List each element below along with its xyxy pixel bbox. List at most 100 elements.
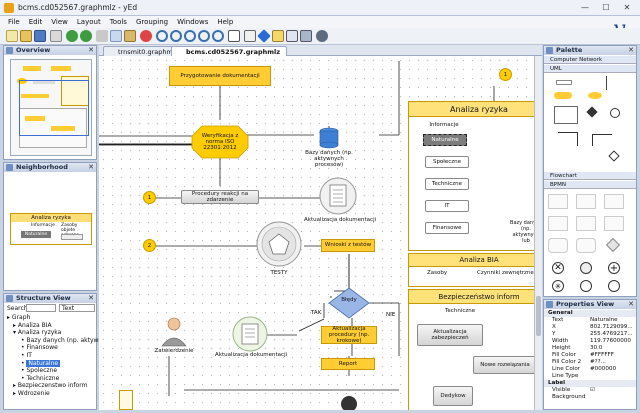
menu-file[interactable]: File	[8, 18, 20, 26]
zoom-selection-icon[interactable]	[212, 30, 224, 42]
table-icon[interactable]	[286, 30, 298, 42]
tree-item[interactable]: • IT	[21, 351, 32, 359]
tab-bcms[interactable]: bcms.cd052567.graphmlz	[171, 46, 288, 56]
overview-viewport[interactable]	[10, 59, 92, 156]
palette-section-uml[interactable]: UML	[544, 65, 636, 73]
diagram-canvas[interactable]: Przygotowanie dokumentacji Weryfikacja z…	[99, 56, 542, 410]
tree-item-selected[interactable]: • Naturalne	[21, 359, 61, 367]
menu-edit[interactable]: Edit	[28, 18, 43, 26]
tree-item[interactable]: ▸ Graph	[7, 314, 31, 321]
canvas-vertical-scrollbar[interactable]	[534, 56, 542, 410]
minimize-button[interactable]: —	[581, 3, 589, 12]
node-spoleczne[interactable]: Społeczne	[425, 156, 469, 168]
node-finansowe[interactable]: Finansowe	[425, 222, 469, 234]
node-przygotowanie[interactable]: Przygotowanie dokumentacji	[169, 66, 271, 86]
tree-item[interactable]: ▸ Bezpieczenstwo inform	[13, 382, 88, 390]
group-analiza-bia[interactable]: Analiza BIA Zasoby Czynniki zewnętrzne	[408, 253, 542, 287]
label-aktualizacja1: Aktualizacja dokumentacji	[304, 217, 377, 223]
menu-windows[interactable]: Windows	[177, 18, 209, 26]
prop-row[interactable]: Line Type	[552, 373, 579, 379]
panel-close-icon[interactable]: ✕	[88, 294, 94, 302]
neighborhood-icon	[6, 164, 13, 171]
prop-row[interactable]: Background	[552, 394, 586, 400]
undo-icon[interactable]	[66, 30, 78, 42]
palette-section-selector[interactable]: Computer Network	[544, 56, 636, 64]
node-techniczne[interactable]: Techniczne	[425, 178, 469, 190]
app-icon	[4, 3, 14, 13]
circle-top[interactable]: 1	[499, 68, 512, 81]
tree-item[interactable]: ▸ Analiza BIA	[13, 321, 52, 329]
group-analiza-ryzyka[interactable]: Analiza ryzyka Informacje Naturalne Społ…	[408, 101, 542, 251]
node-aktualizacja-procedury[interactable]: Aktualizacja procedury (np. krokowe)	[321, 326, 377, 344]
node-report[interactable]: Report	[321, 358, 375, 370]
save-icon[interactable]	[34, 30, 46, 42]
node-nowe-rozwiazania[interactable]: Nowe rozwiązania	[473, 356, 537, 374]
tree-item[interactable]: ▾ Analiza ryzyka	[13, 329, 62, 337]
tab-trnsmit0[interactable]: trnsmit0.graphml	[103, 46, 182, 56]
menu-grouping[interactable]: Grouping	[135, 18, 169, 26]
zoom-fit-icon[interactable]	[184, 30, 196, 42]
orthogonal-edges-icon[interactable]	[272, 30, 284, 42]
node-it[interactable]: IT	[425, 200, 469, 212]
menu-tools[interactable]: Tools	[109, 18, 127, 26]
group-icon[interactable]	[300, 30, 312, 42]
prop-row[interactable]: Fill Color#FFFFFF	[552, 352, 614, 358]
tree-item[interactable]: ▸ Wdrozenie	[13, 389, 50, 397]
panel-close-icon[interactable]: ✕	[628, 300, 634, 308]
layout-icon[interactable]	[316, 30, 328, 42]
panel-close-icon[interactable]: ✕	[628, 46, 634, 54]
tree-item[interactable]: • Spoleczne	[21, 367, 58, 375]
open-icon[interactable]	[20, 30, 32, 42]
structure-header: Structure View✕	[4, 294, 96, 303]
prop-row[interactable]: Fill Color 2#??...	[552, 359, 606, 365]
circle-1[interactable]: 1	[143, 191, 156, 204]
node-dedykowane[interactable]: Dedykow	[433, 386, 473, 406]
bottom-node[interactable]	[119, 390, 133, 410]
structure-search-input[interactable]	[26, 304, 56, 312]
zoom-in-icon[interactable]	[156, 30, 168, 42]
snap-icon[interactable]	[257, 29, 271, 43]
close-button[interactable]: ✕	[623, 3, 631, 12]
bledy-diamond	[328, 287, 370, 319]
node-procedury[interactable]: Procedury reakcji na zdarzenie	[181, 190, 259, 204]
palette-section-bpmn[interactable]: BPMN	[544, 181, 636, 189]
menu-layout[interactable]: Layout	[76, 18, 101, 26]
zoom-area-icon[interactable]	[198, 30, 210, 42]
menu-view[interactable]: View	[51, 18, 68, 26]
palette-section-flowchart[interactable]: Flowchart	[544, 172, 636, 180]
node-weryfikacja[interactable]: Weryfikacja z norma ISO 22301:2012	[201, 132, 239, 152]
copy-icon[interactable]	[110, 30, 122, 42]
cut-icon[interactable]	[96, 30, 108, 42]
tree-item[interactable]: • Bazy danych (np. aktywn)	[21, 336, 105, 344]
group-bezpieczenstwo[interactable]: Bezpieczeństwo inform Techniczne Aktuali…	[408, 289, 542, 410]
panel-close-icon[interactable]: ✕	[88, 163, 94, 171]
overview-header: Overview✕	[4, 46, 96, 55]
tree-item[interactable]: • Finansowe	[21, 344, 58, 352]
fit-content-icon[interactable]	[228, 30, 240, 42]
new-icon[interactable]	[6, 30, 18, 42]
delete-icon[interactable]	[140, 30, 152, 42]
circle-2[interactable]: 2	[143, 239, 156, 252]
panel-close-icon[interactable]: ✕	[88, 46, 94, 54]
node-naturalne[interactable]: Naturalne	[423, 134, 467, 146]
menu-help[interactable]: Help	[217, 18, 234, 26]
paste-icon[interactable]	[124, 30, 136, 42]
node-aktualizacja-zabezpieczen[interactable]: Aktualizacja zabezpieczeń	[417, 324, 483, 346]
grid-icon[interactable]	[244, 30, 256, 42]
prop-row[interactable]: Visible☑	[552, 387, 596, 393]
zoom-out-icon[interactable]	[170, 30, 182, 42]
structure-search-label: Search	[7, 305, 28, 312]
prop-row[interactable]: Line Color#000000	[552, 366, 617, 372]
print-icon[interactable]	[50, 30, 62, 42]
node-wnioski[interactable]: Wnioski z testów	[321, 239, 375, 252]
redo-icon[interactable]	[80, 30, 92, 42]
maximize-button[interactable]: ☐	[602, 3, 610, 12]
structure-mode-select[interactable]: Text	[59, 304, 95, 312]
tree-item[interactable]: • Techniczne	[21, 374, 60, 382]
